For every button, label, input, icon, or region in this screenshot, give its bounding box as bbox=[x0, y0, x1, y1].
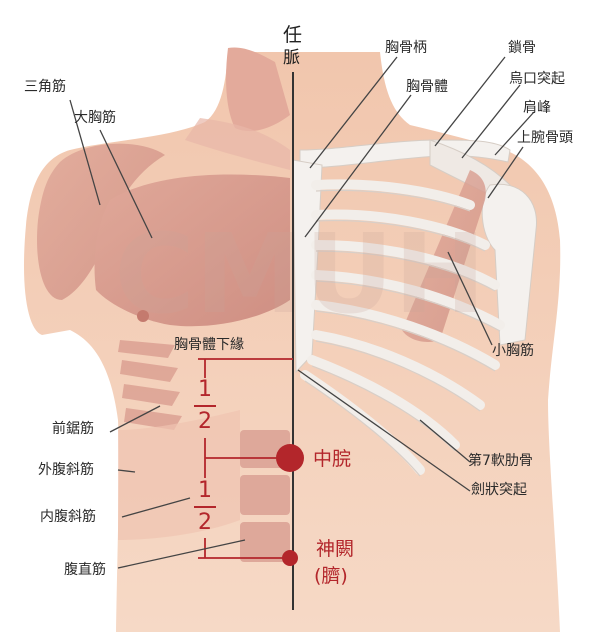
watermark-text: CMUH bbox=[114, 210, 486, 338]
label-shenque-alt: (臍) bbox=[314, 565, 348, 587]
fraction-1-denominator: 2 bbox=[198, 409, 212, 434]
label-sternum-lower-edge: 胸骨體下緣 bbox=[174, 337, 244, 353]
label-sternum-body: 胸骨體 bbox=[406, 79, 448, 95]
serratus-shape bbox=[118, 340, 182, 430]
label-zhongwan: 中脘 bbox=[313, 448, 352, 470]
shenque-point bbox=[282, 550, 298, 566]
neck-muscle-shape bbox=[226, 47, 290, 132]
meridian-label-2: 脈 bbox=[283, 48, 300, 68]
label-seventh-costal-cartilage: 第7軟肋骨 bbox=[468, 453, 533, 469]
label-clavicle: 鎖骨 bbox=[508, 40, 536, 56]
label-rectus-abdominis: 腹直筋 bbox=[64, 562, 106, 578]
label-xiphoid: 劍狀突起 bbox=[471, 482, 527, 498]
pectoralis-major-shape bbox=[94, 174, 290, 327]
meridian-label-1: 任 bbox=[283, 24, 303, 46]
trapezius-shape bbox=[185, 118, 290, 170]
humerus-shape bbox=[481, 183, 537, 346]
leader-lines bbox=[69, 56, 535, 569]
label-manubrium: 胸骨柄 bbox=[385, 40, 427, 56]
label-internal-oblique: 内腹斜筋 bbox=[40, 509, 96, 525]
nipple-shape bbox=[137, 310, 149, 322]
zhongwan-point bbox=[276, 444, 304, 472]
label-pectoralis-minor: 小胸筋 bbox=[492, 343, 534, 359]
label-acromion: 肩峰 bbox=[523, 100, 551, 116]
label-shenque: 神闕 bbox=[316, 538, 355, 560]
rib-cage bbox=[300, 179, 505, 475]
label-external-oblique: 外腹斜筋 bbox=[38, 462, 94, 478]
label-deltoid: 三角筋 bbox=[24, 79, 66, 95]
external-oblique-shape bbox=[118, 410, 240, 540]
fraction-2-denominator: 2 bbox=[198, 510, 212, 535]
fraction-2-bar bbox=[194, 506, 216, 508]
label-serratus-anterior: 前鋸筋 bbox=[52, 421, 94, 437]
clavicle-shape bbox=[299, 139, 511, 169]
fraction-1-bar bbox=[194, 405, 216, 407]
label-coracoid: 烏口突起 bbox=[509, 71, 565, 87]
measurement-lines bbox=[198, 358, 293, 559]
label-pectoralis-major: 大胸筋 bbox=[74, 110, 116, 126]
rib-cage-shadow bbox=[304, 189, 501, 477]
fraction-1-numerator: 1 bbox=[198, 377, 212, 402]
fraction-2-numerator: 1 bbox=[198, 478, 212, 503]
label-humeral-head: 上腕骨頭 bbox=[517, 130, 573, 146]
